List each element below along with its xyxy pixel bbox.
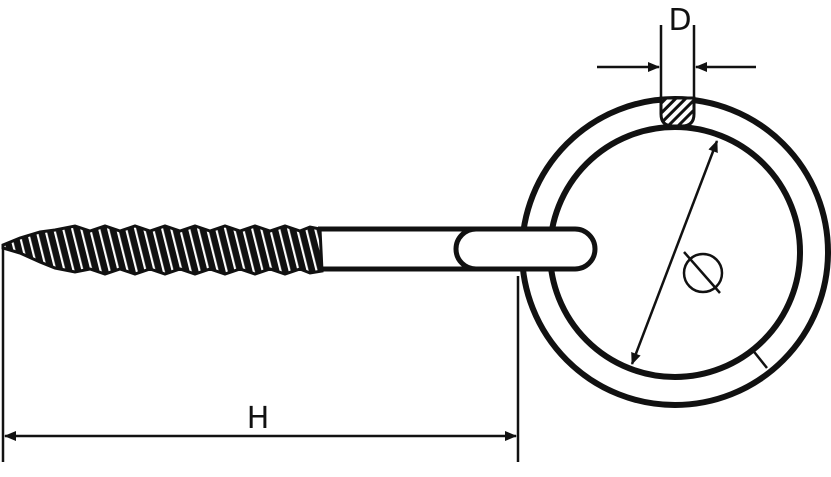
wire-diameter-dimension: D <box>597 3 756 128</box>
height-label: H <box>247 401 270 436</box>
ring-diameter-dimension: ⌀ <box>0 0 724 365</box>
height-dimension: H <box>1 245 520 462</box>
eye-loop <box>453 226 598 272</box>
screw-thread <box>1 224 324 276</box>
wire-label: D <box>668 3 691 38</box>
ring-weld-mark <box>750 347 768 369</box>
wire-cross-section <box>659 96 696 128</box>
diameter-label: ⌀ <box>0 0 1 1</box>
diameter-symbol-icon <box>682 251 724 294</box>
screw-shank <box>318 226 598 272</box>
